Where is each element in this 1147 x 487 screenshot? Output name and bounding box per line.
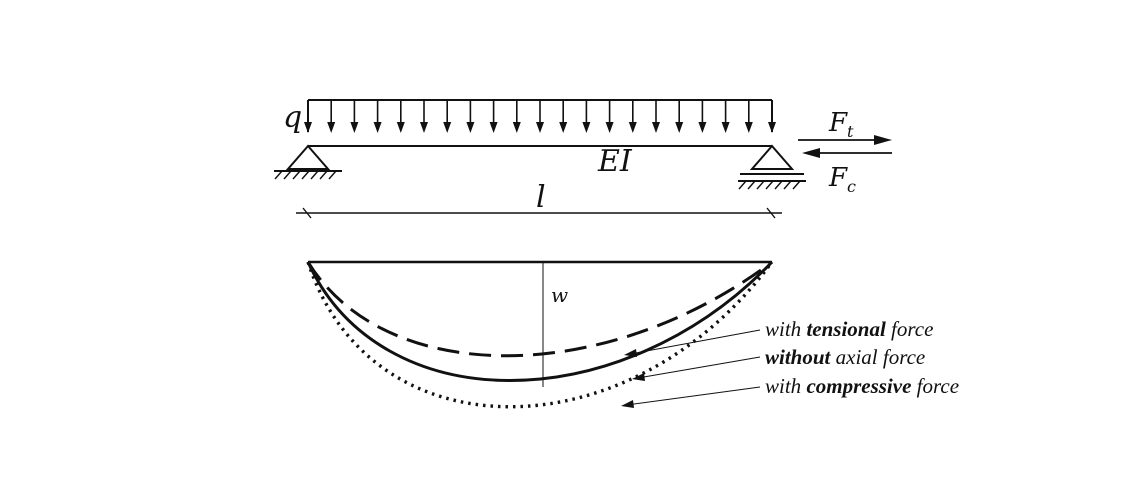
compression-deflection-curve [306,260,774,409]
hatch-mark [792,180,801,190]
load-arrow [768,100,776,133]
load-arrow [675,100,684,133]
compression-arrowhead [802,148,820,158]
load-arrow [698,100,707,133]
load-arrow [721,100,730,133]
left-support-hatch [274,170,337,180]
deflection-label: w [551,283,568,307]
load-arrow [605,100,614,133]
hatch-mark [765,180,774,190]
load-arrow [628,100,637,133]
load-arrow [396,100,405,133]
hatch-mark [747,180,756,190]
load-arrow [559,100,568,133]
tension-deflection-curve [306,260,773,358]
length-tick-left [302,207,312,219]
no-axial-deflection-curve [306,260,774,382]
tension-force-label: Ft [828,108,854,141]
compression-force-arrow [802,148,892,158]
load-arrow [582,100,591,133]
length-label: l [536,180,546,215]
hatch-mark [292,170,301,180]
hatch-mark [774,180,783,190]
leader-none [637,356,761,379]
left-support-triangle [285,144,331,170]
stiffness-label: EI [597,144,633,179]
load-arrow [304,100,312,133]
load-arrow [489,100,498,133]
leader-tension [629,329,761,355]
load-arrow [350,100,359,133]
load-arrow [536,100,544,133]
tension-force-arrow [798,135,892,145]
right-support-hatch [738,180,801,190]
load-arrow [512,100,521,133]
hatch-mark [319,170,328,180]
right-support [738,144,806,190]
load-arrow [652,100,660,133]
compression-force-label: Fc [828,163,856,196]
hatch-mark [283,170,292,180]
right-support-triangle [749,144,795,170]
load-arrows [304,100,776,133]
legend-compression: with compressive force [765,374,959,398]
distributed-load [304,99,776,133]
load-arrow [443,100,452,133]
legend-leader-lines [621,329,761,408]
load-label: q [283,100,302,135]
leader-compression [626,386,761,406]
load-arrow [373,100,382,133]
legend-none: without axial force [765,345,925,369]
load-arrow [744,100,753,133]
load-arrow [466,100,475,133]
hatch-mark [738,180,747,190]
hatch-mark [274,170,283,180]
hatch-mark [310,170,319,180]
tension-arrowhead [874,135,892,145]
load-arrow [420,100,428,133]
hatch-mark [328,170,337,180]
hatch-mark [301,170,310,180]
left-support [274,144,342,180]
length-tick-right [766,207,776,219]
load-arrow [327,100,336,133]
hatch-mark [756,180,765,190]
legend-tension: with tensional force [765,317,933,341]
hatch-mark [783,180,792,190]
length-dimension [296,207,782,219]
